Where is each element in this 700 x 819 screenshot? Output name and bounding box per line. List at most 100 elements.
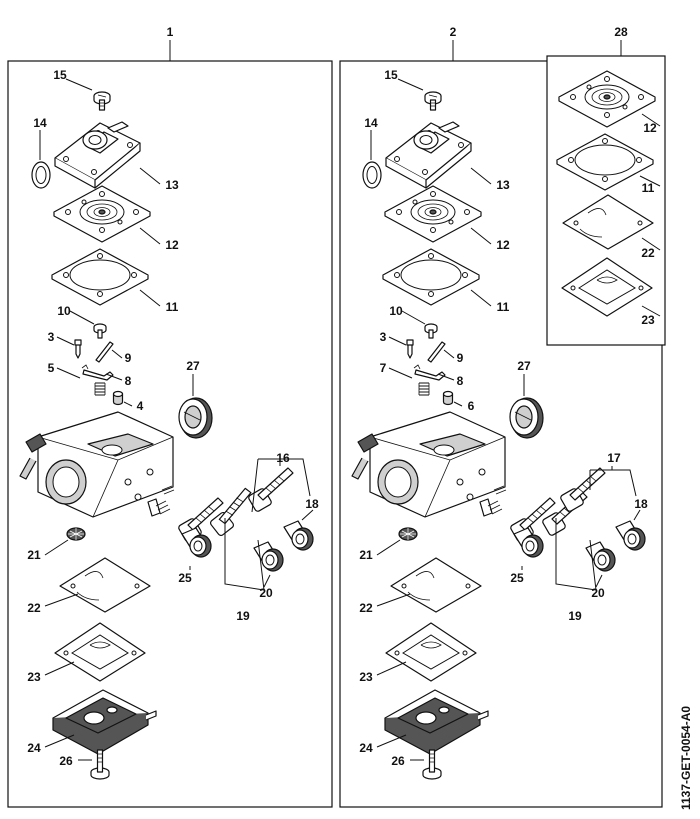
callout-18: 18 [305, 497, 319, 511]
panel-2-callouts: 15 14 13 12 11 10 3 9 7 8 6 27 17 18 21 … [359, 68, 648, 768]
part-cover [54, 121, 141, 189]
callout-14: 14 [33, 116, 47, 130]
part-gasket [382, 248, 480, 306]
callout-26: 26 [59, 754, 73, 768]
part-limiter-cap-18 [283, 520, 314, 551]
part-bolt [90, 749, 110, 780]
part-gasket-23 [54, 622, 146, 682]
callout-22: 22 [641, 246, 655, 260]
part-strainer [398, 527, 418, 541]
callout-23: 23 [27, 670, 41, 684]
part-gasket-22 [59, 557, 151, 613]
callout-11: 11 [642, 181, 655, 195]
document-code: 1137-GET-0054-A0 [679, 706, 693, 810]
callout-27: 27 [186, 359, 200, 373]
callout-9: 9 [457, 351, 464, 365]
callout-16: 16 [276, 451, 290, 465]
part-inlet-needle [406, 339, 414, 359]
callout-8: 8 [125, 374, 132, 388]
callout-10: 10 [57, 304, 71, 318]
part-small-screw [424, 323, 438, 339]
callout-7: 7 [380, 361, 387, 375]
kit-2-frame [339, 60, 663, 808]
panel-1-callouts: 15 14 13 12 11 10 3 9 5 8 4 27 16 18 21 … [27, 68, 319, 768]
part-limiter-cap-18 [615, 520, 646, 551]
part-knob [178, 397, 213, 439]
callout-13: 13 [165, 178, 179, 192]
callout-21: 21 [27, 548, 41, 562]
callout-13: 13 [496, 178, 510, 192]
part-knob [509, 397, 544, 439]
part-seal-ring [31, 161, 51, 189]
callout-27: 27 [517, 359, 531, 373]
part-carburetor-body [19, 411, 175, 518]
callout-17: 17 [607, 451, 621, 465]
callout-21: 21 [359, 548, 373, 562]
part-bolt [422, 749, 442, 780]
part-gasket-23 [385, 622, 477, 682]
callout-25: 25 [178, 571, 192, 585]
part-pin [427, 341, 446, 363]
part-lever [413, 364, 446, 381]
callout-3: 3 [380, 330, 387, 344]
part-screw [424, 91, 442, 111]
callout-18: 18 [634, 497, 648, 511]
callout-11: 11 [497, 300, 510, 314]
kit-label-2: 2 [450, 25, 457, 39]
part-diaphragm [54, 186, 150, 242]
kit-label-28: 28 [614, 25, 628, 39]
part-spring [94, 382, 106, 396]
part-end-cover [384, 689, 489, 755]
panel-2-parts [351, 78, 646, 780]
callout-19: 19 [568, 609, 582, 623]
callout-19: 19 [236, 609, 250, 623]
callout-4: 4 [137, 399, 144, 413]
callout-6: 6 [468, 399, 475, 413]
part-pin [95, 341, 114, 363]
part-end-cover [52, 689, 157, 755]
part-bush [112, 390, 124, 406]
callout-20: 20 [591, 586, 605, 600]
part-gasket [51, 248, 149, 306]
part-lever [81, 364, 114, 381]
part-needle-valve-l [204, 487, 257, 539]
callout-14: 14 [364, 116, 378, 130]
kit-label-1: 1 [167, 25, 174, 39]
part-limiter-cap-25 [181, 527, 212, 558]
callout-12: 12 [496, 238, 510, 252]
callout-3: 3 [48, 330, 55, 344]
callout-23: 23 [359, 670, 373, 684]
part-small-screw [93, 323, 107, 339]
callout-24: 24 [359, 741, 373, 755]
part-needle-valve [559, 467, 606, 513]
part-cover [385, 121, 472, 189]
part-diaphragm [385, 186, 481, 242]
callout-24: 24 [27, 741, 41, 755]
callout-8: 8 [457, 374, 464, 388]
callout-26: 26 [391, 754, 405, 768]
callout-9: 9 [125, 351, 132, 365]
callout-5: 5 [48, 361, 55, 375]
callout-22: 22 [359, 601, 373, 615]
callout-15: 15 [384, 68, 398, 82]
callout-25: 25 [510, 571, 524, 585]
callout-15: 15 [53, 68, 67, 82]
panel-28-callouts: 12 11 22 23 [641, 121, 657, 327]
part-bush [442, 390, 454, 406]
panel-1-parts [19, 78, 314, 780]
part-gasket-22 [390, 557, 482, 613]
callout-12: 12 [165, 238, 179, 252]
part-carburetor-body [351, 411, 507, 518]
part-limiter-cap-25 [513, 527, 544, 558]
part-screw [93, 91, 111, 111]
callout-12: 12 [643, 121, 657, 135]
part-strainer [66, 527, 86, 541]
part-seal-ring [362, 161, 382, 189]
panel-28-parts [556, 71, 661, 317]
callout-22: 22 [27, 601, 41, 615]
callout-11: 11 [166, 300, 179, 314]
callout-20: 20 [259, 586, 273, 600]
part-spring [418, 382, 430, 396]
callout-10: 10 [389, 304, 403, 318]
